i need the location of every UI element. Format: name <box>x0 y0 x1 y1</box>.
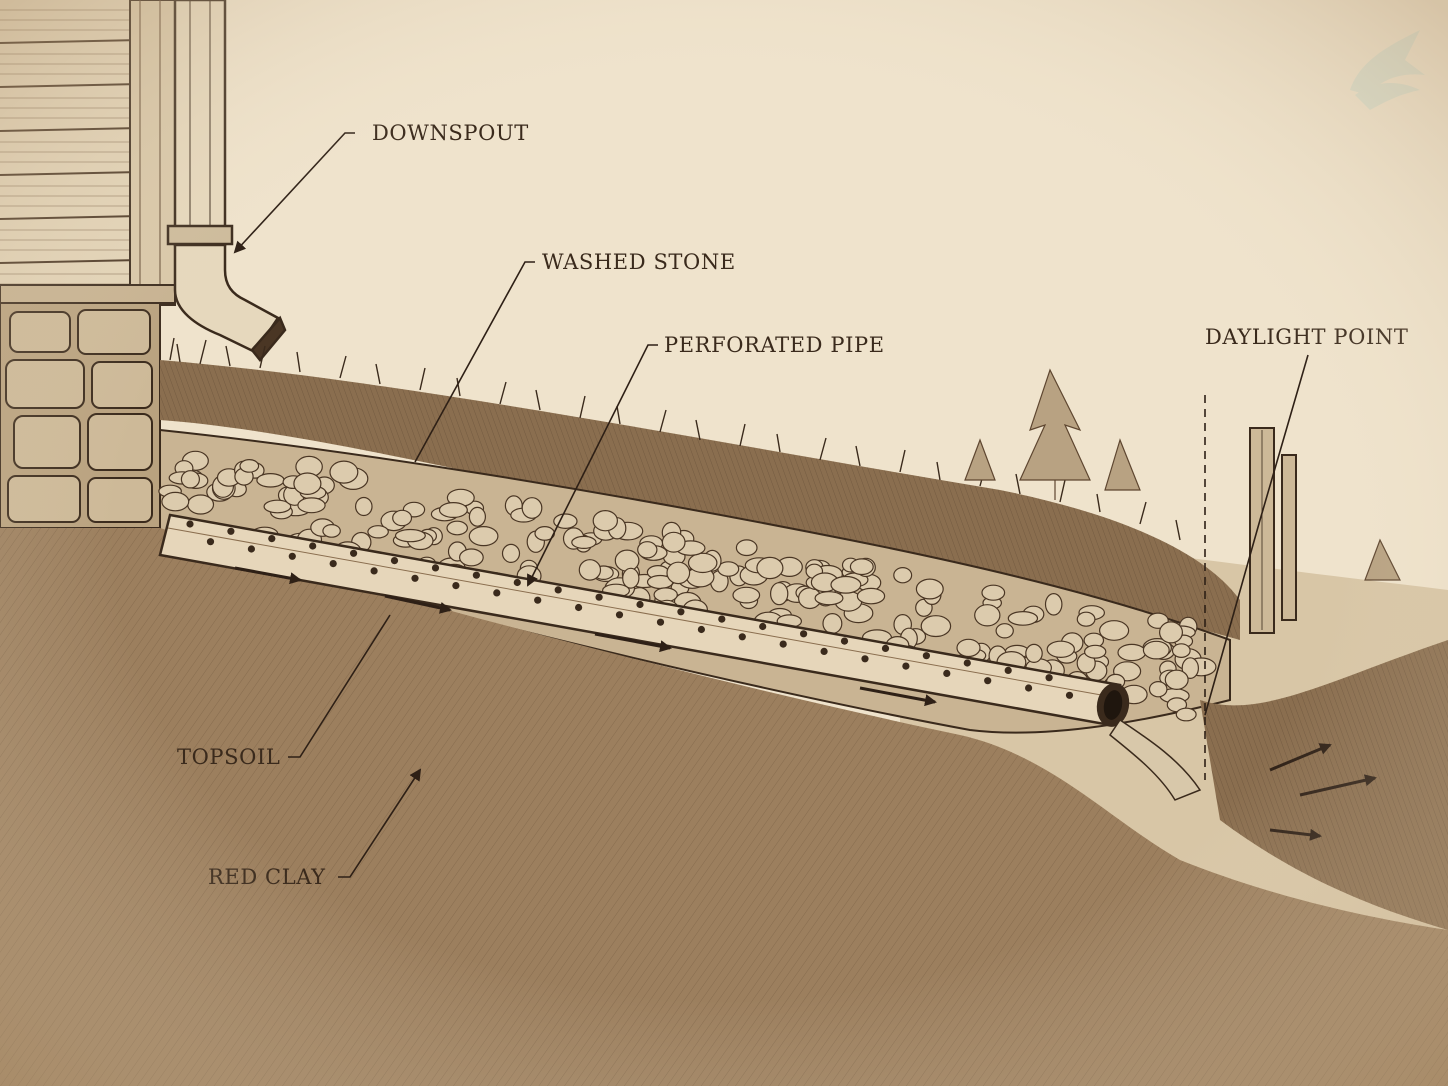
washed-stone-label: WASHED STONE <box>542 250 736 274</box>
daylight-point-label: DAYLIGHT POINT <box>1205 325 1408 349</box>
stone-foundation <box>0 302 161 529</box>
downspout-label: DOWNSPOUT <box>372 121 529 145</box>
house-wall <box>0 0 176 306</box>
perforated-pipe-label: PERFORATED PIPE <box>664 333 885 357</box>
topsoil-label: TOPSOIL <box>177 745 280 769</box>
red-clay-label: RED CLAY <box>208 865 326 889</box>
